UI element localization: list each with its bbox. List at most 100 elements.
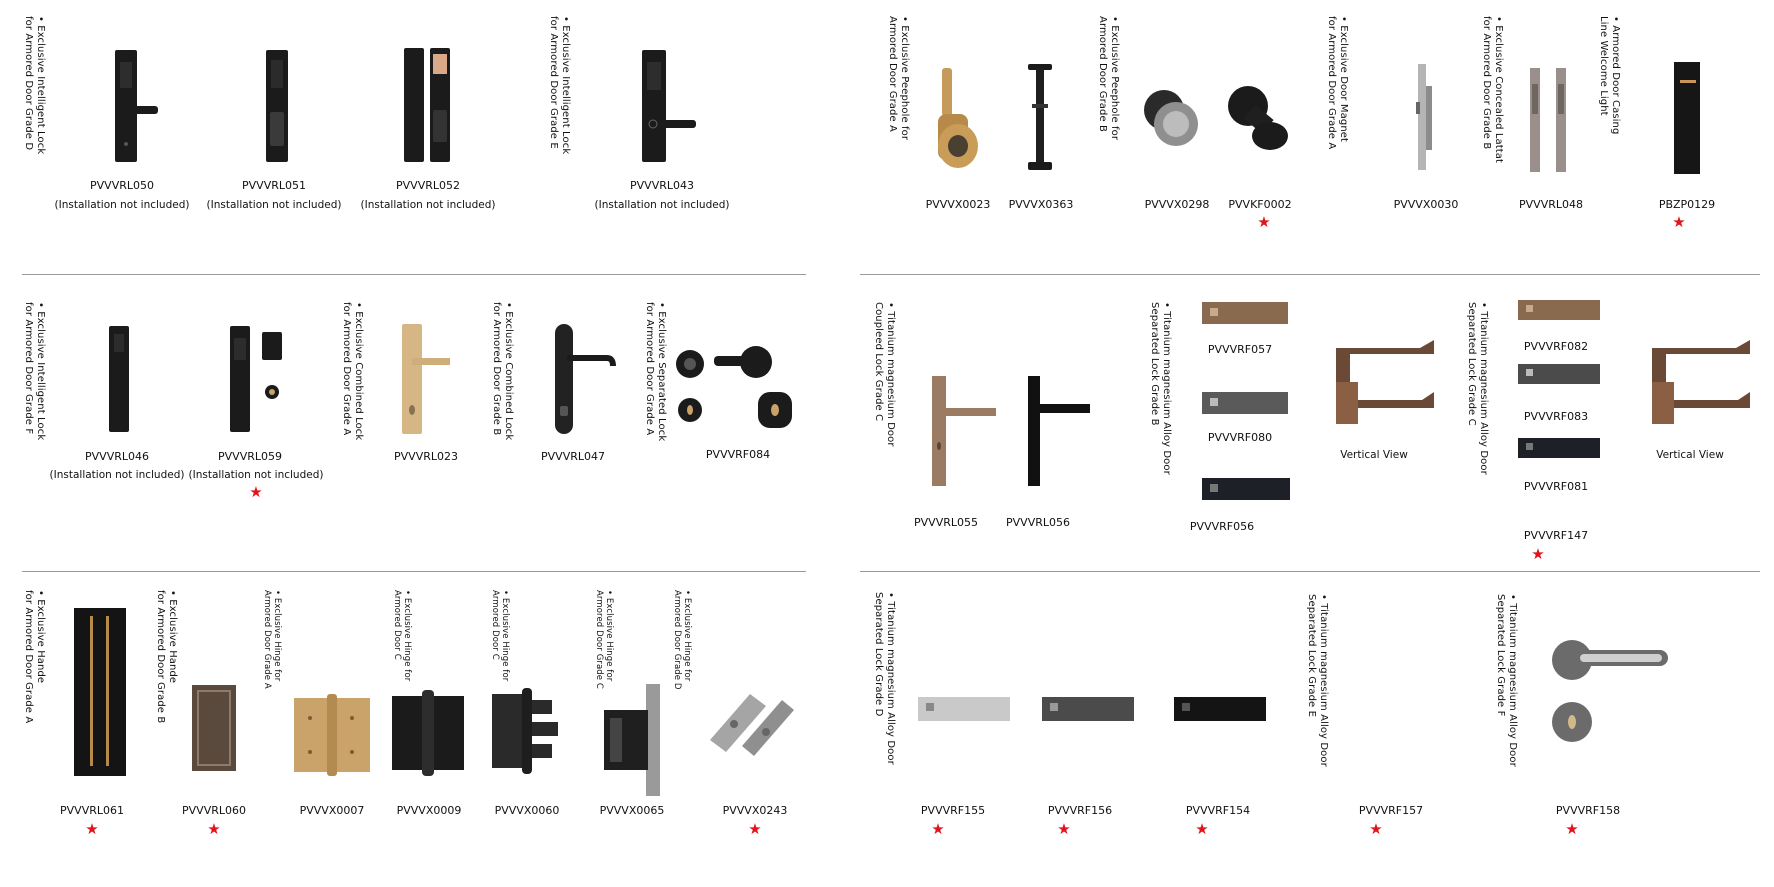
section-label-ti-sep-d: • Titanium magnesium Alloy Door Separate…: [873, 592, 896, 765]
separated-handle-rf156-image: [1042, 697, 1134, 721]
product-code-x0065: PVVVX0065: [599, 804, 665, 817]
casing-light-zp0129-image: [1674, 62, 1700, 174]
peephole-x0363-image: [1028, 64, 1052, 170]
section-label-intelligent-e: • Exclusive Intelligent Lock for Armored…: [548, 16, 571, 155]
section-label-ti-coupled-c: • Titanium magnesium Door Coupleed Lock …: [873, 302, 896, 447]
separated-lock-rf084-image: [676, 346, 792, 428]
section-label-ti-sep-f: • Titanium magnesium Alloy Door Separate…: [1495, 594, 1518, 767]
product-code-x0007: PVVVX0007: [299, 804, 365, 817]
featured-star-rf157: ★: [1369, 820, 1383, 838]
section-label-combined-b: • Exclusive Combined Lock for Armored Do…: [491, 302, 514, 441]
section-label-hinge-d: • Exclusive Hinge for Armored Door Grade…: [672, 590, 692, 690]
divider-left-1: [22, 274, 806, 275]
section-label-magnet-a: • Exclusive Door Magnet for Armored Door…: [1326, 16, 1349, 150]
section-label-hinge-c3: • Exclusive Hinge for Armored Door Grade…: [594, 590, 614, 689]
installation-note-rl052: (Installation not included): [360, 199, 496, 211]
product-code-rf082: PVVVRF082: [1523, 340, 1589, 353]
separated-handle-rf154-image: [1174, 697, 1266, 721]
featured-star-kf0002: ★: [1257, 213, 1271, 231]
installation-note-rl059: (Installation not included): [188, 469, 324, 481]
product-code-rf083: PVVVRF083: [1523, 410, 1589, 423]
intelligent-lock-rl052-image: [404, 48, 450, 162]
product-code-rf056: PVVVRF056: [1189, 520, 1255, 533]
product-code-rf154: PVVVRF154: [1185, 804, 1251, 817]
divider-left-2: [22, 571, 806, 572]
section-label-ti-sep-c: • Titanium magnesium Alloy Door Separate…: [1466, 302, 1489, 475]
product-code-rl060: PVVVRL060: [182, 804, 246, 817]
product-code-rf080: PVVVRF080: [1207, 431, 1273, 444]
installation-note-rl051: (Installation not included): [206, 199, 342, 211]
product-code-rl046: PVVVRL046: [85, 450, 149, 463]
section-label-ti-sep-e: • Titanium magnesium Alloy Door Separate…: [1306, 594, 1329, 767]
product-code-x0298: PVVVX0298: [1144, 198, 1210, 211]
separated-handle-rf057-image: [1202, 302, 1288, 324]
coupled-lock-rl056-image: [1028, 376, 1090, 486]
product-code-kf0002: PVVKF0002: [1228, 198, 1292, 211]
divider-right-2: [860, 571, 1760, 572]
combined-lock-rl023-image: [402, 324, 450, 434]
section-label-latch-b: • Exclusive Concealed Lattat for Armored…: [1481, 16, 1504, 164]
section-label-peephole-a: • Exclusive Peephole for Armored Door Gr…: [887, 16, 910, 141]
section-label-ti-sep-b: • Titanium magnesium Alloy Door Separate…: [1149, 302, 1172, 475]
featured-star-rf158: ★: [1565, 820, 1579, 838]
coupled-lock-rl055-image: [932, 376, 996, 486]
product-code-x0363: PVVVX0363: [1008, 198, 1074, 211]
intelligent-lock-rl046-image: [109, 326, 129, 432]
peephole-kf0002-image: [1228, 86, 1288, 150]
vertical-view-caption-1: Vertical View: [1340, 449, 1408, 461]
peephole-x0298-image: [1144, 90, 1198, 146]
product-code-rl059: PVVVRL059: [218, 450, 282, 463]
intelligent-lock-rl043-image: [642, 50, 696, 162]
product-code-rf157: PVVVRF157: [1358, 804, 1424, 817]
separated-handle-rf082-image: [1518, 300, 1600, 320]
product-code-rl023: PVVVRL023: [394, 450, 458, 463]
product-code-rf081: PVVVRF081: [1523, 480, 1589, 493]
combined-lock-rl047-image: [555, 324, 616, 434]
concealed-latch-rl048-image: [1530, 68, 1566, 172]
section-label-separated-a: • Exclusive Separated Lock for Armored D…: [644, 302, 667, 442]
intelligent-lock-rl051-image: [266, 50, 288, 162]
featured-star-rl059: ★: [249, 483, 263, 501]
separated-lock-rf158-image: [1552, 640, 1668, 742]
section-label-handle-a: • Exclusive Hande for Armored Door Grade…: [23, 590, 46, 724]
vertical-view-handle-image-2: [1652, 340, 1750, 424]
product-code-rf057: PVVVRF057: [1207, 343, 1273, 356]
featured-star-zp0129: ★: [1672, 213, 1686, 231]
featured-star-rf155: ★: [931, 820, 945, 838]
installation-note-rl046: (Installation not included): [49, 469, 185, 481]
hinge-x0009-image: [392, 690, 464, 776]
product-code-zp0129: PBZP0129: [1658, 198, 1716, 211]
door-handle-rl060-image: [192, 685, 236, 771]
separated-handle-rf056-image: [1202, 478, 1290, 500]
divider-right-1: [860, 274, 1760, 275]
product-code-rl048: PVVVRL048: [1519, 198, 1583, 211]
product-code-rf084: PVVVRF084: [705, 448, 771, 461]
section-label-intelligent-d: • Exclusive Intelligent Lock for Armored…: [23, 16, 46, 155]
hinge-x0060-image: [492, 688, 558, 774]
section-label-casing: • Armored Door Casing Line Welcome Light: [1598, 16, 1621, 135]
product-code-rl056: PVVVRL056: [1006, 516, 1070, 529]
section-label-combined-a: • Exclusive Combined Lock for Armored Do…: [341, 302, 364, 441]
product-code-x0243: PVVVX0243: [722, 804, 788, 817]
product-code-rf147: PVVVRF147: [1523, 529, 1589, 542]
product-code-rf155: PVVVRF155: [920, 804, 986, 817]
product-code-rl061: PVVVRL061: [60, 804, 124, 817]
featured-star-rf156: ★: [1057, 820, 1071, 838]
intelligent-lock-rl050-image: [115, 50, 158, 162]
section-label-hinge-c2: • Exclusive Hinge for Armored Door C: [490, 590, 510, 682]
product-code-rl050: PVVVRL050: [90, 179, 154, 192]
section-label-intelligent-f: • Exclusive Intelligent Lock for Armored…: [23, 302, 46, 441]
product-code-rf156: PVVVRF156: [1047, 804, 1113, 817]
hinge-x0065-image: [604, 684, 660, 796]
featured-star-x0243: ★: [748, 820, 762, 838]
vertical-view-handle-image-1: [1336, 340, 1434, 424]
product-code-rl052: PVVVRL052: [396, 179, 460, 192]
separated-handle-rf083-image: [1518, 364, 1600, 384]
installation-note-rl050: (Installation not included): [54, 199, 190, 211]
vertical-view-caption-2: Vertical View: [1656, 449, 1724, 461]
intelligent-lock-rl059-image: [230, 326, 282, 432]
door-handle-rl061-image: [74, 608, 126, 776]
product-code-x0030: PVVVX0030: [1393, 198, 1459, 211]
peephole-x0023-image: [938, 68, 978, 168]
product-code-rf158: PVVVRF158: [1555, 804, 1621, 817]
